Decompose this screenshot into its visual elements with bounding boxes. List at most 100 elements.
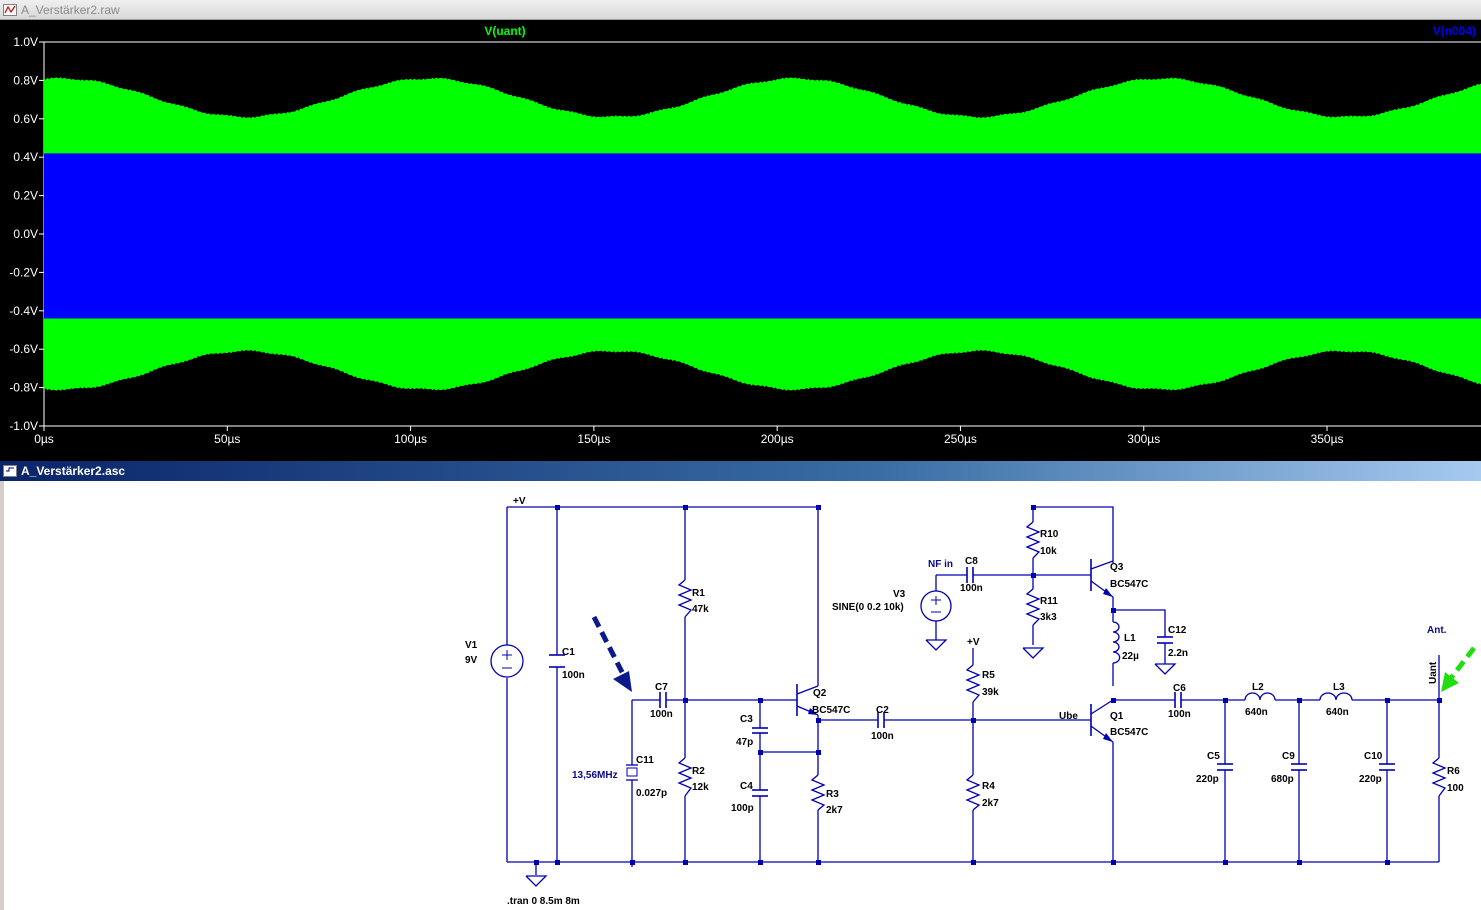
waveform-window-icon (3, 3, 17, 16)
y-tick-label: 0.0V (13, 227, 38, 241)
l2-inductor[interactable]: L2 640n (1244, 682, 1276, 718)
q3-transistor[interactable]: Q3 BC547C (1090, 559, 1148, 598)
r11-value: 3k3 (1040, 612, 1057, 623)
r6-resistor[interactable]: R6 100 (1431, 757, 1464, 797)
c3-name: C3 (740, 714, 753, 725)
waveform-window-title: A_Verstärker2.raw (21, 2, 120, 17)
c2-name: C2 (876, 705, 889, 716)
y-tick-label: -0.2V (9, 265, 38, 279)
c10-capacitor[interactable]: C10 220p (1359, 751, 1395, 785)
c4-value: 100p (731, 803, 754, 814)
x-tick-label: 50µs (214, 432, 240, 446)
r11-name: R11 (1040, 596, 1058, 607)
r4-value: 2k7 (982, 798, 999, 809)
q3-value: BC547C (1110, 579, 1148, 590)
dashed-arrow-green-icon (1441, 646, 1476, 692)
c2-capacitor[interactable]: C2 100n (871, 705, 894, 742)
q1-transistor[interactable]: Q1 BC547C (1090, 699, 1148, 743)
schematic-window-titlebar[interactable]: A_Verstärker2.asc (0, 461, 1481, 481)
y-tick-label: 0.8V (13, 73, 38, 87)
l2-value: 640n (1245, 707, 1268, 718)
c12-name: C12 (1168, 625, 1187, 636)
c3-value: 47p (736, 737, 753, 748)
c1-capacitor[interactable]: C1 100n (549, 647, 585, 681)
schematic-window-title: A_Verstärker2.asc (21, 464, 126, 478)
l1-value: 22µ (1122, 651, 1139, 662)
y-tick-label: -0.4V (9, 304, 38, 318)
c5-name: C5 (1207, 751, 1220, 762)
c7-value: 100n (650, 709, 673, 720)
c10-value: 220p (1359, 774, 1382, 785)
c11-note: 13,56MHz (572, 770, 618, 781)
x-tick-label: 200µs (761, 432, 794, 446)
c5-capacitor[interactable]: C5 220p (1196, 751, 1233, 785)
l3-name: L3 (1333, 682, 1345, 693)
r1-name: R1 (692, 588, 705, 599)
v3-name: V3 (893, 589, 906, 600)
v3-sine-source[interactable]: V3 SINE(0 0.2 10k) (832, 589, 952, 651)
r1-resistor[interactable]: R1 47k (677, 579, 709, 618)
y-tick-label: -1.0V (9, 419, 38, 433)
v1-name: V1 (465, 640, 478, 651)
y-tick-label: 0.4V (13, 150, 38, 164)
trace2-legend[interactable]: V(n004) (1433, 24, 1476, 38)
c3-capacitor[interactable]: C3 47p (736, 714, 768, 748)
q2-value: BC547C (812, 705, 850, 716)
c1-name: C1 (562, 647, 575, 658)
l1-name: L1 (1124, 633, 1136, 644)
q2-transistor[interactable]: Q2 BC547C (796, 684, 850, 716)
ground-symbol (525, 875, 548, 887)
r2-resistor[interactable]: R2 12k (677, 757, 709, 797)
c11-crystal[interactable]: C11 13,56MHz 0.027p (572, 755, 667, 799)
r4-resistor[interactable]: R4 2k7 (965, 774, 999, 811)
c8-capacitor[interactable]: C8 100n (960, 556, 983, 594)
y-tick-label: 0.6V (13, 112, 38, 126)
v1-voltage-source[interactable]: V1 9V (465, 640, 524, 678)
l2-name: L2 (1252, 682, 1264, 693)
c9-capacitor[interactable]: C9 680p (1271, 751, 1307, 785)
r3-name: R3 (826, 789, 839, 800)
r10-name: R10 (1040, 529, 1059, 540)
tran-directive[interactable]: .tran 0 8.5m 8m (507, 896, 580, 907)
r10-resistor[interactable]: R10 10k (1025, 521, 1059, 559)
r6-name: R6 (1447, 766, 1460, 777)
r5-resistor[interactable]: R5 39k (965, 664, 999, 703)
q1-name: Q1 (1110, 711, 1124, 722)
c12-capacitor[interactable]: C12 2.2n (1154, 625, 1188, 675)
c7-name: C7 (655, 682, 668, 693)
r2-name: R2 (692, 766, 705, 777)
r6-value: 100 (1447, 783, 1464, 794)
y-tick-label: 1.0V (13, 35, 38, 49)
trace1-legend[interactable]: V(uant) (484, 24, 525, 38)
x-tick-label: 0µs (34, 432, 54, 446)
junction-dots (534, 505, 1442, 865)
c7-capacitor[interactable]: C7 100n (650, 682, 673, 720)
schematic-canvas[interactable]: V1 9V C1 100n R1 47k R2 12k C7 100n C11 … (0, 481, 1481, 910)
c4-capacitor[interactable]: C4 100p (731, 781, 768, 814)
c12-value: 2.2n (1168, 648, 1188, 659)
l1-inductor[interactable]: L1 22µ (1112, 621, 1139, 664)
net-label-vplus-r5: +V (967, 637, 980, 648)
l3-inductor[interactable]: L3 640n (1319, 682, 1353, 718)
net-label-ube: Ube (1059, 711, 1078, 722)
y-tick-label: -0.8V (9, 381, 38, 395)
r11-resistor[interactable]: R11 3k3 (1022, 588, 1058, 659)
c6-capacitor[interactable]: C6 100n (1168, 683, 1191, 720)
waveform-window-titlebar[interactable]: A_Verstärker2.raw (0, 0, 1481, 20)
net-label-vplus: +V (513, 496, 526, 507)
c8-value: 100n (960, 583, 983, 594)
net-label-uant: Uant (1428, 661, 1439, 684)
x-tick-label: 100µs (394, 432, 427, 446)
c5-value: 220p (1196, 774, 1219, 785)
y-tick-label: 0.2V (13, 189, 38, 203)
q2-name: Q2 (813, 688, 827, 699)
waveform-plot[interactable]: 1.0V0.8V0.6V0.4V0.2V0.0V-0.2V-0.4V-0.6V-… (0, 20, 1481, 461)
v3-value: SINE(0 0.2 10k) (832, 602, 904, 613)
dashed-arrow-blue-icon (591, 615, 632, 692)
c1-value: 100n (562, 670, 585, 681)
c10-name: C10 (1364, 751, 1383, 762)
trace-v-n004-envelope[interactable] (44, 153, 1481, 319)
x-tick-label: 250µs (944, 432, 977, 446)
r10-value: 10k (1040, 546, 1057, 557)
r3-resistor[interactable]: R3 2k7 (810, 774, 843, 816)
